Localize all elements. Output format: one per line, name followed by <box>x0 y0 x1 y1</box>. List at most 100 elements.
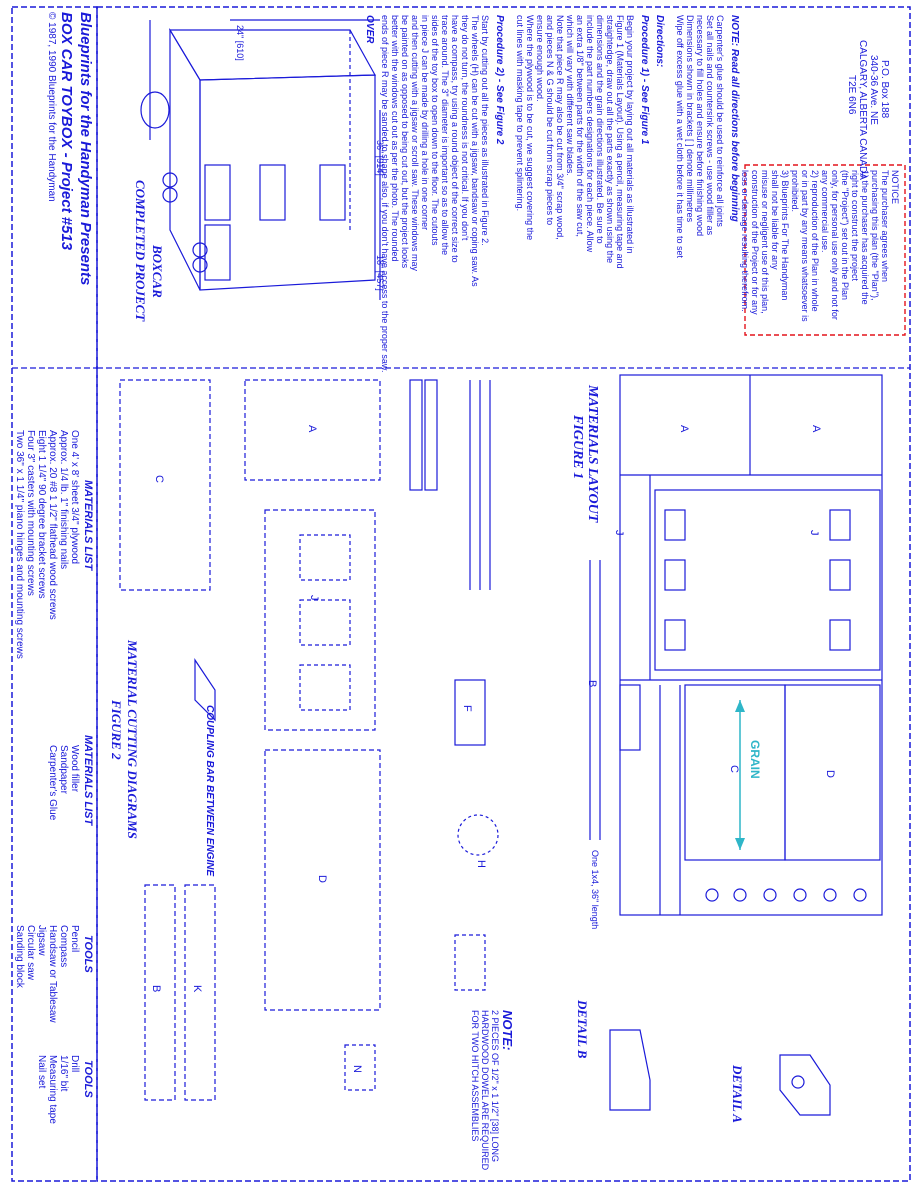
address-line-3: CALGARY, ALBERTA CANADA <box>857 40 868 180</box>
materials-list-2-item-3: Carpenter's Glue <box>47 745 58 821</box>
cut-label-f: F <box>461 705 473 712</box>
notice-line-4: right to construct the project <box>850 170 860 282</box>
materials-layout-figure <box>589 374 883 916</box>
notice-line-11: 3) Blueprints For The Handyman <box>780 170 790 301</box>
piece-label-j2: J <box>808 530 820 536</box>
notice-line-10: prohibited. <box>790 170 800 213</box>
cut-label-a: A <box>306 425 318 433</box>
detail-drawings <box>609 1029 831 1116</box>
tools-heading-1: TOOLS <box>82 935 94 973</box>
procedure-1-line-2: Figure 1 (Materials Layout). Using a pen… <box>615 15 625 269</box>
detail-a-title: DETAIL A <box>730 1065 745 1123</box>
cut-label-n: N <box>351 1065 363 1073</box>
direction-line-4: Dimensions shown in brackets [ ] denote … <box>685 15 695 223</box>
title-strip <box>11 6 98 1182</box>
materials-list-item-4: Eight 1 1/4" 90 degree bracket screws <box>36 430 47 599</box>
tools-1-item-2: Compass <box>58 925 69 968</box>
notice-line-9: or in part by any means whatsoever is <box>800 170 810 322</box>
procedure-1-line-4: dimensions and the grain directions illu… <box>595 15 605 244</box>
materials-list-item-6: Two 36" x 1 1/4" piano hinges and mounti… <box>14 430 25 659</box>
tools-2-item-3: Measuring tape <box>47 1055 58 1124</box>
procedure-2-line-4: have a compass, try using a round object… <box>450 15 460 263</box>
direction-line-1: Carpenter's glue should be used to reinf… <box>715 15 725 227</box>
procedure-2-line-10: better with the windows cut out as per t… <box>390 15 400 262</box>
procedure-2-line-5: trace around. The 3" diameter is importa… <box>440 15 450 256</box>
address-line-1: P.O. Box 188 <box>879 60 890 119</box>
note-text-3: FOR TWO HITCH ASSEMBLIES <box>470 1010 480 1142</box>
procedure-1-line-9: and pieces N & G should be cut from scra… <box>545 15 555 226</box>
piece-label-c: C <box>728 765 740 773</box>
notice-line-15: loss or damage resulting therefrom. <box>740 170 750 312</box>
materials-list-2-heading: MATERIALS LIST <box>82 735 94 826</box>
procedure-2-line-7: in piece J can be made by drilling a hol… <box>420 15 430 231</box>
direction-line-5: Wipe off excess glue with a wet cloth be… <box>675 15 685 258</box>
procedure-2-line-1: Start by cutting out all the pieces as i… <box>480 15 490 246</box>
piece-label-d: D <box>824 770 836 778</box>
detail-b-title: DETAIL B <box>575 1000 590 1059</box>
materials-list-item-5: Four 3" casters with mounting screws <box>25 430 36 596</box>
materials-list-item-2: Approx. 1/4 lb. 1" finishing nails <box>58 430 69 570</box>
one-by-four-label: One 1x4, 36" length <box>590 850 600 930</box>
piece-label-b: B <box>586 680 598 688</box>
cutting-diagram-title: MATERIAL CUTTING DIAGRAMS <box>125 640 140 839</box>
coupling-bar-label: COUPLING BAR BETWEEN ENGINE <box>204 705 215 877</box>
procedure-2-line-6: sides of the toy box to open down to the… <box>430 15 440 246</box>
piece-label-j1: J <box>613 530 625 536</box>
procedure-1-line-11: Where the plywood is to be cut, we sugge… <box>525 15 535 241</box>
copyright: © 1987, 1990 Blueprints for the Handyman <box>46 12 57 202</box>
notice-title: NOTICE <box>890 170 900 205</box>
materials-list-item-3: Approx. 20 #8 1 1/2" flathead wood screw… <box>47 430 58 620</box>
directions-heading: Directions: <box>654 15 665 68</box>
direction-line-2: Set all nails and countersink screws - u… <box>705 15 715 236</box>
procedure-2-line-3: they do not turn, the roundness is not c… <box>460 15 470 241</box>
procedure-1-line-7: which will vary with different saw blade… <box>565 15 575 176</box>
procedure-1-line-8: Note that piece R may also be cut from 3… <box>555 15 565 240</box>
cut-label-j: J <box>308 595 320 601</box>
notice-line-12: shall not be liable for any <box>770 170 780 270</box>
address-line-4: T2E 6N6 <box>846 75 857 115</box>
dim-18in: 18" [457] <box>375 255 385 291</box>
piece-label-a1: A <box>678 425 690 433</box>
grain-label: GRAIN <box>748 740 762 779</box>
title-line-1: Blueprints for the Handyman Presents <box>77 12 94 286</box>
procedure-2-line-11: ends of piece R may be sanded to shape a… <box>380 15 390 373</box>
procedure-2-line-9: be painted on as opposed to being cut ou… <box>400 15 410 269</box>
tools-heading-2: TOOLS <box>82 1060 94 1098</box>
procedure-1-line-10: ensure enough wood. <box>535 15 545 102</box>
materials-list-2-item-2: Sandpaper <box>58 745 69 794</box>
cut-label-d: D <box>316 875 328 883</box>
notice-line-13: misuse or negligent use of this plan, <box>760 170 770 314</box>
completed-project-title-1: BOXCAR <box>150 245 165 298</box>
notice-line-6: only, for personal use only and not for <box>830 170 840 320</box>
procedure-1-line-6: an extra 1/8" between parts for the widt… <box>575 15 585 237</box>
note-text-1: 2 PIECES OF 1/2" x 1 1/2" [38] LONG <box>490 1010 500 1162</box>
cut-label-k: K <box>191 985 203 993</box>
materials-layout-title: MATERIALS LAYOUT <box>585 385 600 523</box>
note-text-2: HARDWOOD DOWEL ARE REQUIRED <box>480 1010 490 1171</box>
tools-1-item-1: Pencil <box>69 925 80 953</box>
procedure-1-heading: Procedure 1) - See Figure 1 <box>639 15 650 145</box>
piece-label-a2: A <box>810 425 822 433</box>
note-read-all: NOTE: Read all directions before beginni… <box>729 15 740 222</box>
grain-arrow <box>735 700 745 850</box>
direction-line-3: necessary to fill holes and ensure befor… <box>695 15 705 237</box>
tools-1-item-4: Jigsaw <box>36 925 47 956</box>
cut-label-c: C <box>153 475 165 483</box>
over-label: OVER <box>364 15 375 44</box>
procedure-1-line-12: cut lines with masking tape to prevent s… <box>515 15 525 212</box>
tools-1-item-6: Sanding block <box>14 925 25 988</box>
notice-line-3: 1) the purchaser has acquired the <box>860 170 870 305</box>
notice-line-1: The purchaser agrees when <box>880 170 890 283</box>
notice-box <box>744 164 906 336</box>
tools-2-item-4: Nail set <box>36 1055 47 1089</box>
materials-layout-subtitle: FIGURE 1 <box>570 415 585 480</box>
materials-list-item-1: One 4' x 8' sheet 3/4" plywood <box>69 430 80 565</box>
notice-line-5: (the "Project") set out in the Plan <box>840 170 850 300</box>
notice-line-8: 2) reproduction of the Plan in whole <box>810 170 820 312</box>
materials-list-heading: MATERIALS LIST <box>82 480 94 571</box>
cutting-diagrams <box>119 379 499 1101</box>
completed-project-drawing <box>140 19 381 300</box>
notice-line-2: purchasing this plan (the "Plan"), <box>870 170 880 301</box>
